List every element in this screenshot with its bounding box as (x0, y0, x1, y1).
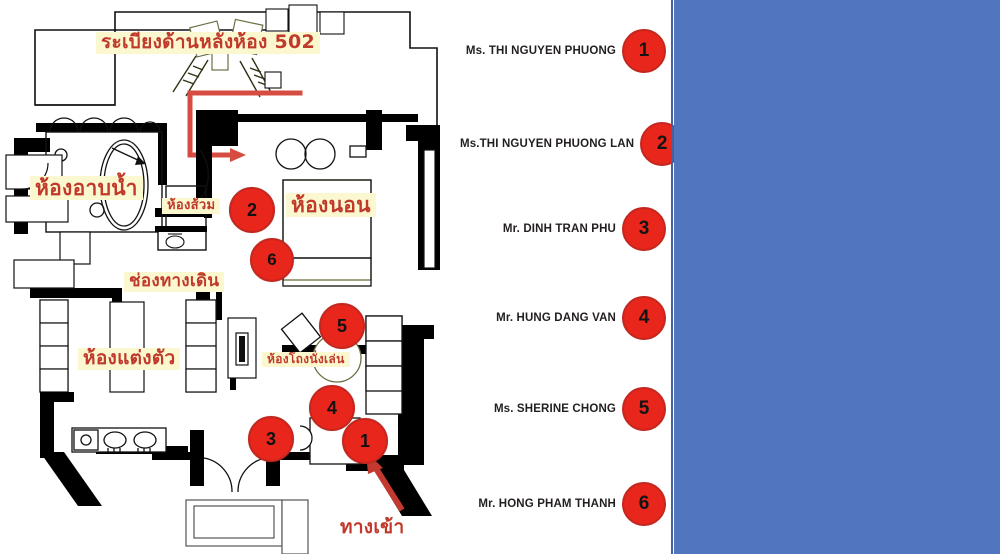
attendee-badge[interactable]: 5 (622, 387, 666, 431)
attendee-list: Ms. THI NGUYEN PHUONG 1 Ms.THI NGUYEN PH… (460, 0, 685, 554)
attendee-row[interactable]: Ms. THI NGUYEN PHUONG 1 (460, 28, 674, 74)
attendee-row[interactable]: Mr. HUNG DANG VAN 4 (460, 295, 674, 341)
floor-plan: ระเบียงด้านหลังห้อง 502 ห้องอาบน้ำ ห้องส… (0, 0, 460, 554)
attendee-row[interactable]: Mr. DINH TRAN PHU 3 (460, 206, 674, 252)
route-arrow-head (230, 148, 246, 162)
plan-marker-3[interactable]: 3 (248, 416, 294, 462)
room-label-entrance: ทางเข้า (340, 516, 405, 538)
attendee-row[interactable]: Ms.THI NGUYEN PHUONG LAN 2 (460, 121, 685, 167)
room-label-corridor: ช่องทางเดิน (124, 272, 225, 292)
plan-marker-6[interactable]: 6 (250, 238, 294, 282)
room-label-bedroom: ห้องนอน (286, 193, 376, 218)
attendee-row[interactable]: Mr. HONG PHAM THANH 6 (460, 481, 674, 527)
attendee-name: Ms. THI NGUYEN PHUONG (465, 45, 616, 57)
room-label-dressingroom: ห้องแต่งตัว (78, 348, 181, 370)
attendee-name: Mr. HUNG DANG VAN (496, 312, 616, 324)
room-label-balcony: ระเบียงด้านหลังห้อง 502 (96, 32, 321, 54)
plan-marker-2[interactable]: 2 (229, 187, 275, 233)
room-label-bathroom: ห้องอาบน้ำ (30, 176, 143, 201)
attendee-name: Mr. DINH TRAN PHU (502, 223, 616, 235)
attendee-row[interactable]: Ms. SHERINE CHONG 5 (460, 386, 674, 432)
plan-marker-1[interactable]: 1 (342, 418, 388, 464)
plan-marker-5[interactable]: 5 (319, 303, 365, 349)
room-label-livinghall: ห้องโถงนั่งเล่น (262, 352, 350, 367)
attendee-name: Ms. SHERINE CHONG (493, 403, 616, 415)
attendee-badge[interactable]: 6 (622, 482, 666, 526)
plan-marker-4[interactable]: 4 (309, 385, 355, 431)
attendee-badge[interactable]: 1 (622, 29, 666, 73)
attendee-badge[interactable]: 4 (622, 296, 666, 340)
blue-side-panel (674, 0, 1000, 554)
attendee-name: Mr. HONG PHAM THANH (478, 498, 616, 510)
attendee-name: Ms.THI NGUYEN PHUONG LAN (460, 138, 635, 150)
panel-divider (671, 0, 673, 554)
attendee-badge[interactable]: 3 (622, 207, 666, 251)
floor-plan-drawing (0, 0, 460, 554)
room-label-toilet: ห้องส้วม (162, 198, 221, 214)
